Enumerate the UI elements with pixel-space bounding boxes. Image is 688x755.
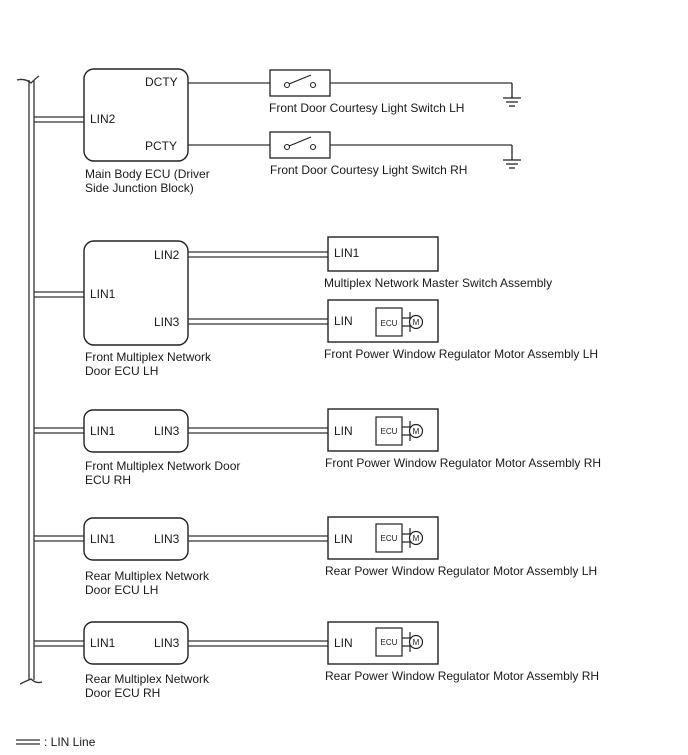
front-door-ecu-rh-box <box>83 409 189 453</box>
rear-lh-pin-lin1: LIN1 <box>90 532 116 546</box>
front-rh-caption-line2: ECU RH <box>85 473 131 487</box>
courtesy-switch-rh: Front Door Courtesy Light Switch RH <box>188 131 521 177</box>
front-motor-rh-pin: LIN <box>334 424 353 438</box>
main-body-caption-line1: Main Body ECU (Driver <box>85 167 210 181</box>
front-lh-pin-lin3: LIN3 <box>154 315 180 329</box>
rear-door-ecu-rh-box <box>83 621 189 665</box>
rear-lh-caption-line2: Door ECU LH <box>85 583 158 597</box>
switch-rh-box <box>269 131 331 159</box>
rear-motor-rh-ecu-box <box>375 627 403 657</box>
bus-branches <box>34 116 84 647</box>
lin-bus-bar <box>16 75 43 685</box>
rear-motor-lh-m-text: M <box>413 534 420 543</box>
motor-icon <box>408 314 424 330</box>
rear-motor-lh-pin: LIN <box>334 532 353 546</box>
front-rh-pin-lin3: LIN3 <box>154 424 180 438</box>
rear-window-motor-lh: LIN ECU M Rear Power Window Regulator Mo… <box>325 516 597 578</box>
front-lh-caption-line1: Front Multiplex Network <box>85 350 212 364</box>
rear-motor-rh-label: Rear Power Window Regulator Motor Assemb… <box>325 669 599 683</box>
front-motor-lh-ecu-box <box>375 307 403 337</box>
courtesy-switch-lh: Front Door Courtesy Light Switch LH <box>188 69 521 115</box>
switch-lh-blade <box>288 74 312 85</box>
main-body-ecu-box <box>83 68 189 162</box>
ground-icon <box>503 83 521 107</box>
rear-motor-lh-label: Rear Power Window Regulator Motor Assemb… <box>325 564 597 578</box>
front-door-ecu-lh-box <box>83 240 189 346</box>
rear-motor-rh-ecu-text: ECU <box>381 638 398 647</box>
master-switch-assembly: LIN1 Multiplex Network Master Switch Ass… <box>324 236 552 290</box>
rear-motor-rh-m-text: M <box>413 638 420 647</box>
front-motor-rh-ecu-text: ECU <box>381 427 398 436</box>
switch-rh-label: Front Door Courtesy Light Switch RH <box>270 163 467 177</box>
front-motor-rh-ecu-box <box>375 416 403 446</box>
rear-window-motor-rh: LIN ECU M Rear Power Window Regulator Mo… <box>325 621 599 683</box>
rear-door-ecu-lh-box <box>83 517 189 561</box>
rear-motor-lh-ecu-box <box>375 523 403 553</box>
front-motor-rh-label: Front Power Window Regulator Motor Assem… <box>325 456 601 470</box>
rear-lh-pin-lin3: LIN3 <box>154 532 180 546</box>
front-lh-pin-lin1: LIN1 <box>90 287 116 301</box>
motor-icon <box>408 634 424 650</box>
rear-door-ecu-lh: LIN1 LIN3 Rear Multiplex Network Door EC… <box>83 517 328 597</box>
rear-rh-pin-lin1: LIN1 <box>90 636 116 650</box>
front-window-motor-lh: LIN ECU M Front Power Window Regulator M… <box>324 299 598 361</box>
front-door-ecu-rh: LIN1 LIN3 Front Multiplex Network Door E… <box>83 409 328 487</box>
master-switch-pin: LIN1 <box>334 246 360 260</box>
switch-rh-blade <box>288 136 312 147</box>
main-body-caption-line2: Side Junction Block) <box>85 181 194 195</box>
rear-motor-rh-pin: LIN <box>334 636 353 650</box>
motor-icon <box>408 423 424 439</box>
master-switch-box <box>327 236 439 272</box>
front-motor-lh-pin: LIN <box>334 314 353 328</box>
front-lh-caption-line2: Door ECU LH <box>85 364 158 378</box>
switch-lh-box <box>269 69 331 97</box>
rear-motor-lh-ecu-text: ECU <box>381 534 398 543</box>
front-motor-rh-m-text: M <box>413 427 420 436</box>
rear-rh-caption-line2: Door ECU RH <box>85 686 160 700</box>
rear-rh-pin-lin3: LIN3 <box>154 636 180 650</box>
switch-rh-contact-left <box>283 143 291 151</box>
front-window-motor-rh: LIN ECU M Front Power Window Regulator M… <box>325 408 601 470</box>
switch-lh-label: Front Door Courtesy Light Switch LH <box>269 101 464 115</box>
rear-lh-caption-line1: Rear Multiplex Network <box>85 569 210 583</box>
switch-lh-contact-right <box>309 81 317 89</box>
main-body-ecu: DCTY LIN2 PCTY Main Body ECU (Driver Sid… <box>83 68 210 195</box>
main-body-pin-dcty: DCTY <box>145 75 178 89</box>
rear-rh-caption-line1: Rear Multiplex Network <box>85 672 210 686</box>
front-motor-lh-m-text: M <box>413 318 420 327</box>
legend: : LIN Line <box>16 735 96 749</box>
front-rh-caption-line1: Front Multiplex Network Door <box>85 459 240 473</box>
front-rh-pin-lin1: LIN1 <box>90 424 116 438</box>
rear-door-ecu-rh: LIN1 LIN3 Rear Multiplex Network Door EC… <box>83 621 328 700</box>
front-lh-pin-lin2: LIN2 <box>154 248 180 262</box>
master-switch-label: Multiplex Network Master Switch Assembly <box>324 276 552 290</box>
legend-text: : LIN Line <box>44 735 96 749</box>
front-door-ecu-lh: LIN2 LIN1 LIN3 Front Multiplex Network D… <box>83 240 328 378</box>
switch-lh-contact-left <box>283 81 291 89</box>
motor-icon <box>408 530 424 546</box>
main-body-pin-lin2: LIN2 <box>90 112 116 126</box>
front-motor-lh-label: Front Power Window Regulator Motor Assem… <box>324 347 598 361</box>
main-body-pin-pcty: PCTY <box>145 139 177 153</box>
front-motor-lh-ecu-text: ECU <box>381 319 398 328</box>
switch-rh-contact-right <box>309 143 317 151</box>
ground-icon <box>503 145 521 169</box>
